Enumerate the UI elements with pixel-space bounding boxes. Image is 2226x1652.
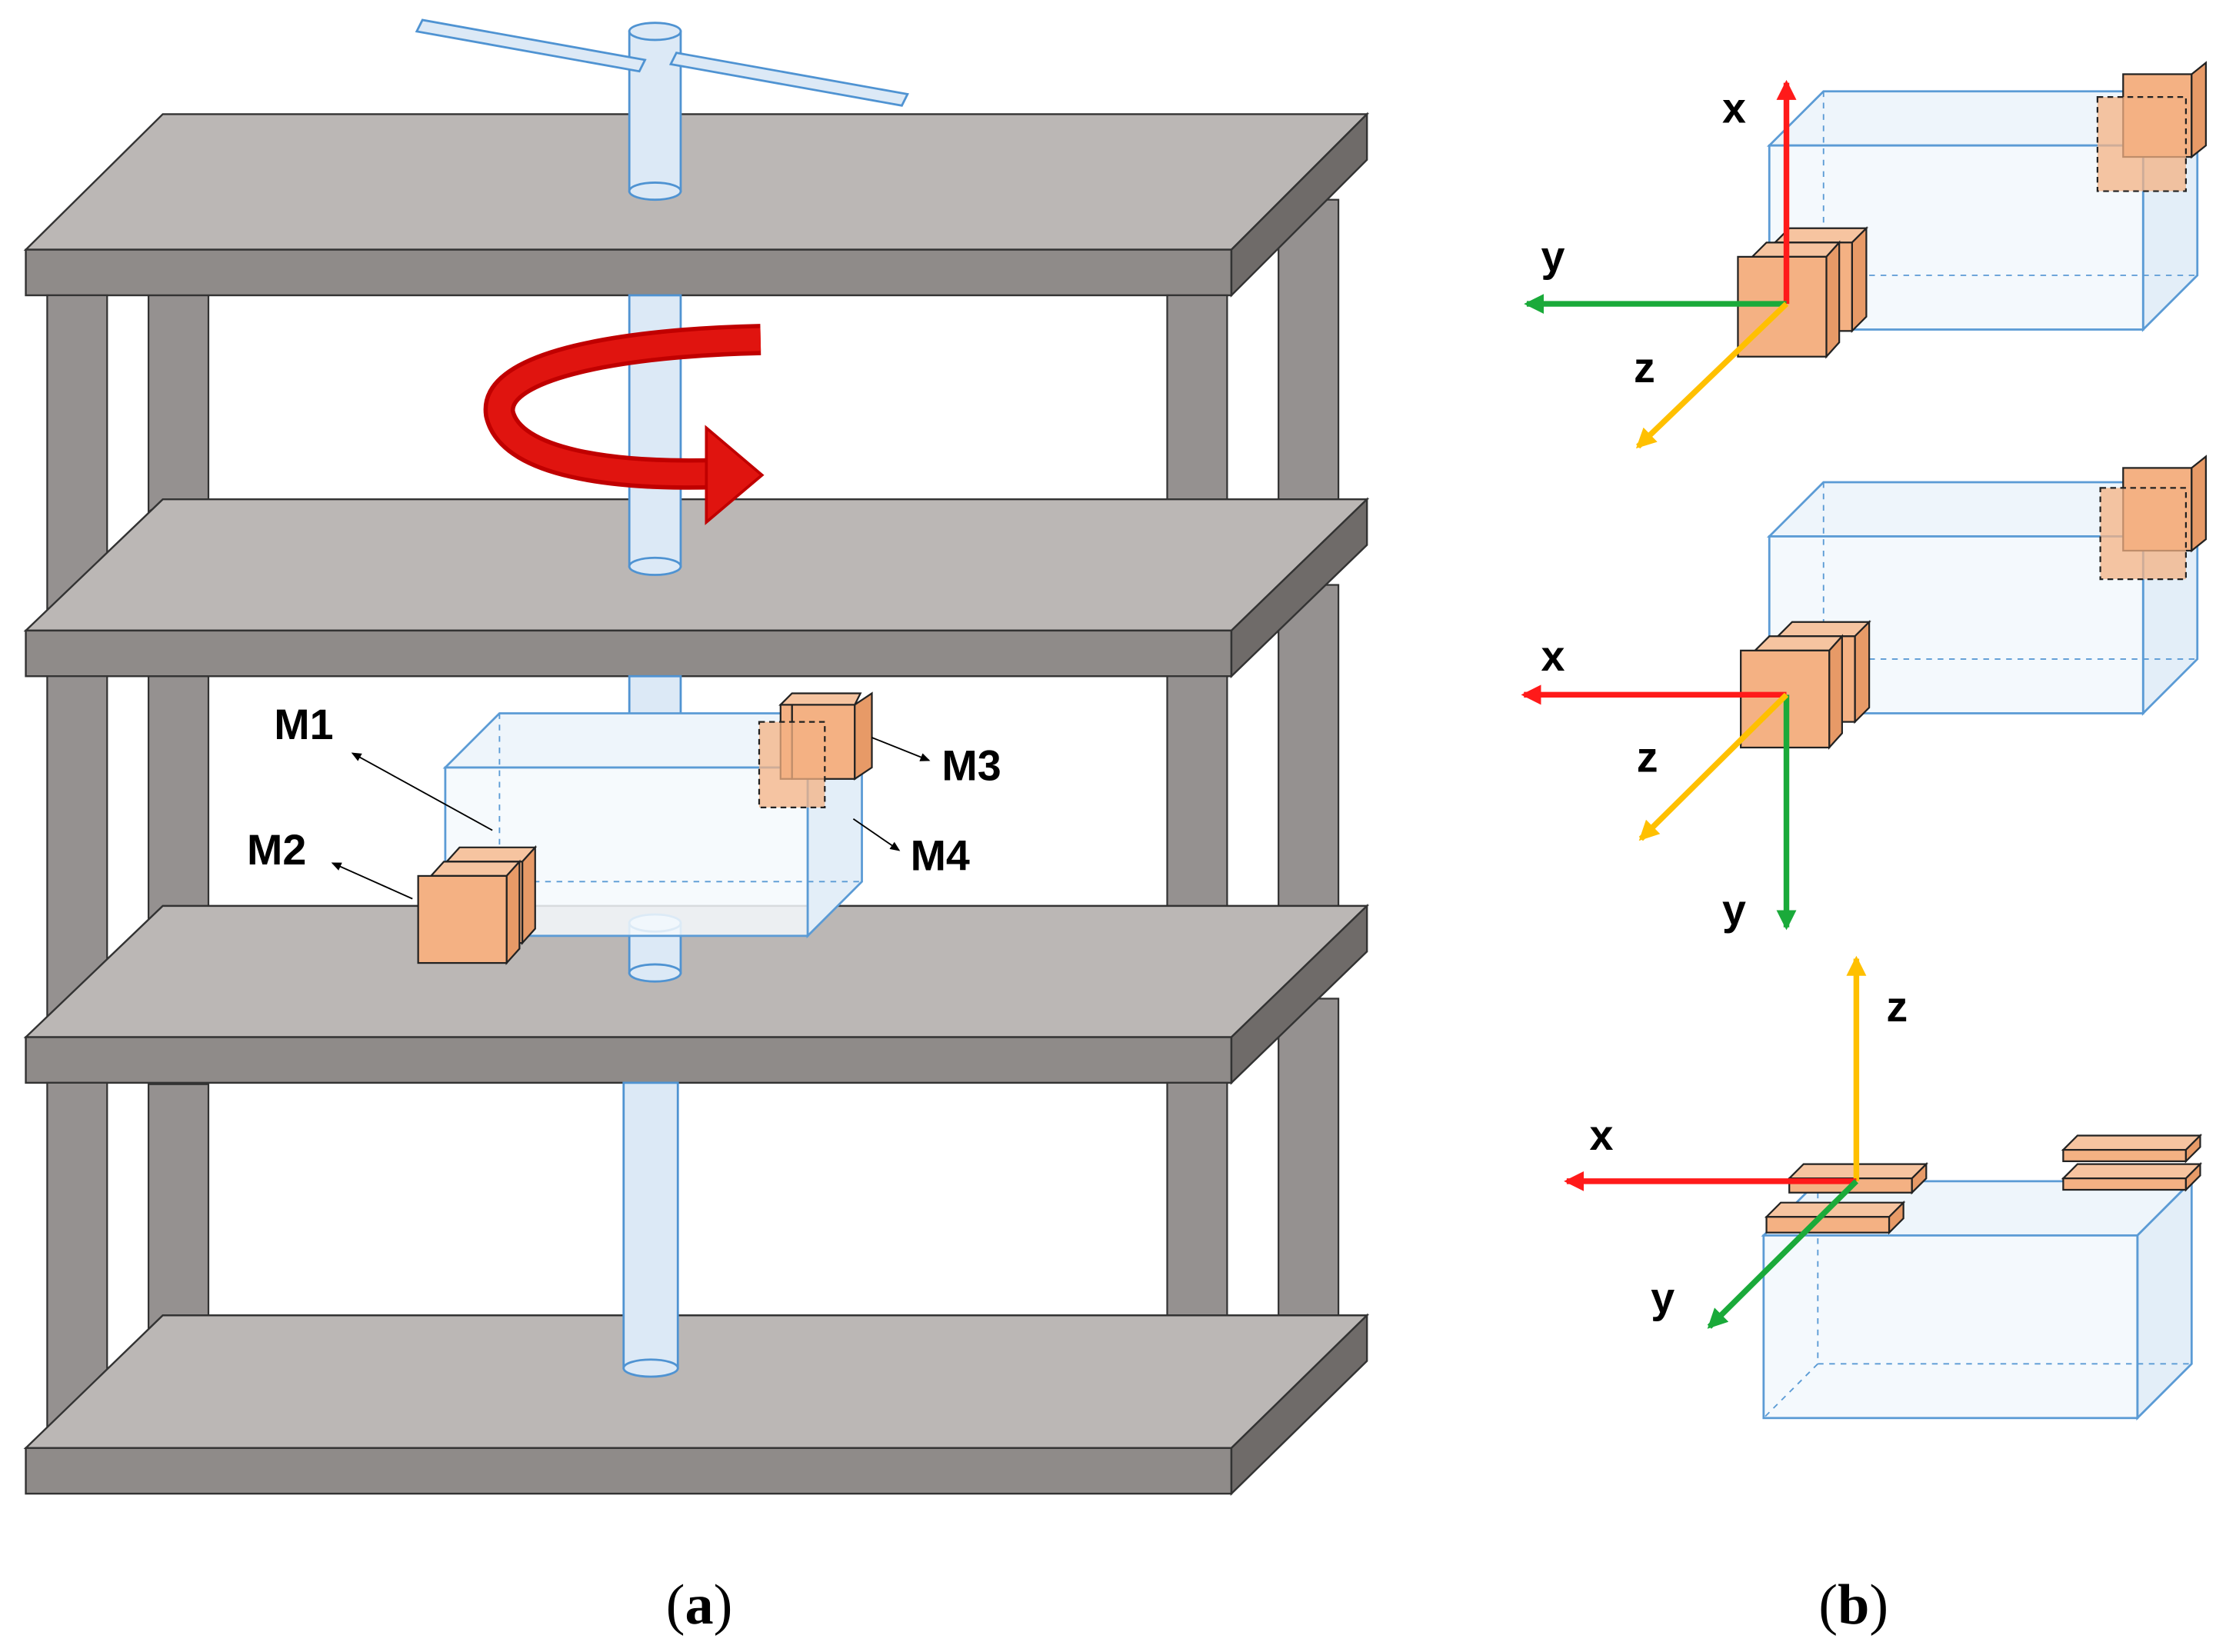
axis-label-x-bottom: x	[1590, 1111, 1614, 1159]
axis-label-z-middle: z	[1637, 734, 1658, 781]
plate-third	[23, 904, 1370, 1085]
label-m3: M3	[941, 742, 1001, 790]
rotation-arrow	[483, 324, 765, 525]
axis-label-x-middle: x	[1541, 632, 1565, 680]
axis-label-z-bottom: z	[1886, 983, 1908, 1031]
shaft-handle	[415, 18, 909, 107]
axis-label-y-top: y	[1541, 232, 1565, 280]
label-m2: M2	[247, 826, 306, 874]
plate-top	[23, 112, 1370, 298]
orientation-middle: x y z	[1521, 455, 2207, 934]
label-m1: M1	[274, 701, 333, 748]
axis-label-x-top: x	[1722, 85, 1746, 132]
axis-label-y-middle: y	[1722, 886, 1746, 934]
leader-arrows	[331, 737, 931, 900]
plate-bottom	[23, 1313, 1370, 1496]
panel-a: M1 M2 M3 M4	[23, 18, 1370, 1496]
orientation-top: x y z	[1524, 61, 2207, 449]
magnet-m3-m4	[758, 691, 873, 808]
axis-label-z-top: z	[1634, 344, 1655, 391]
plate-second	[23, 497, 1370, 679]
orientation-bottom: z x y	[1564, 955, 2203, 1421]
caption-b: (b)	[1818, 1574, 1888, 1637]
caption-a: (a)	[666, 1574, 733, 1637]
panel-b: x y z	[1521, 61, 2207, 1421]
axis-label-y-bottom: y	[1651, 1274, 1674, 1322]
magnet-m2	[417, 844, 538, 965]
label-m4: M4	[911, 832, 970, 880]
